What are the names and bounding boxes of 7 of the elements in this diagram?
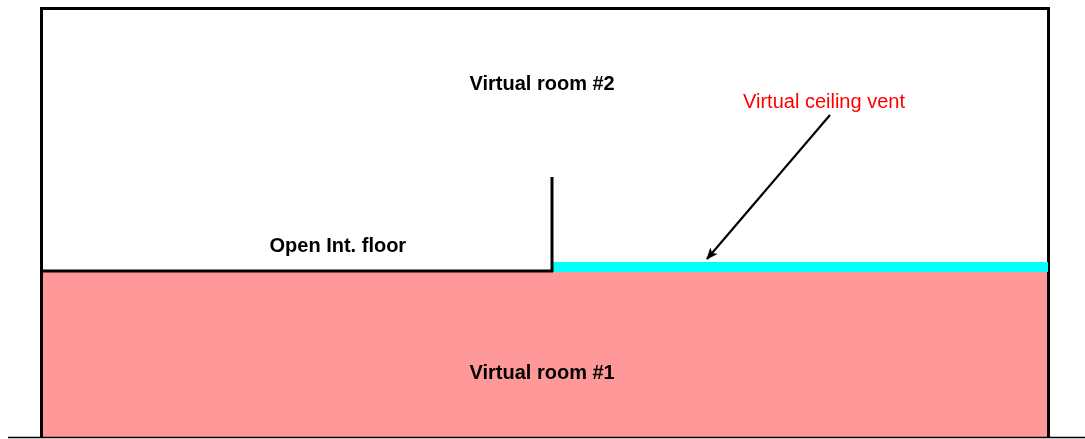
ceiling-vent-bar — [553, 262, 1048, 273]
room-label: Virtual room #2 — [469, 71, 615, 95]
arrow — [706, 114, 831, 260]
room-area — [40, 272, 1050, 437]
callout-label: Virtual ceiling vent — [743, 89, 905, 113]
room-label: Virtual room #1 — [469, 360, 615, 384]
floor-label: Open Int. floor — [269, 233, 407, 257]
